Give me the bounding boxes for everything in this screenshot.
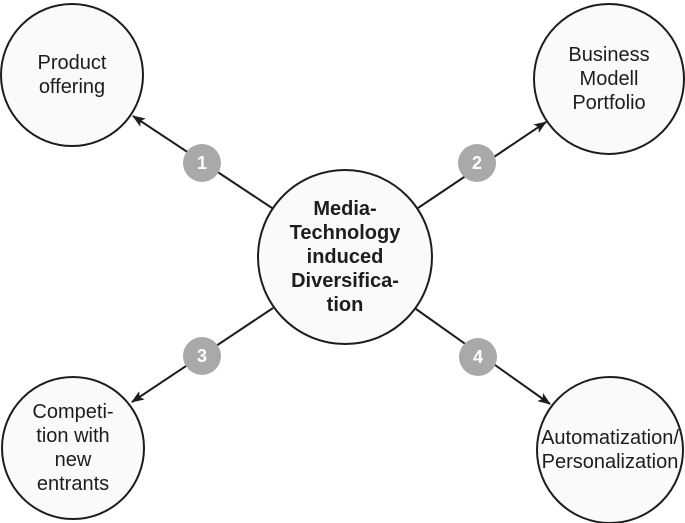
edge-badge-2: 2: [458, 144, 496, 182]
edge-badge-1-number: 1: [196, 152, 207, 173]
node-product-offering: Product offering: [0, 3, 144, 147]
node-competition-with-new-entrants-label: Competi- tion with new entrants: [32, 401, 114, 495]
node-product-offering-label: Product offering: [37, 52, 107, 98]
edge-badge-3-number: 3: [196, 345, 207, 366]
edge-badge-4-number: 4: [472, 346, 483, 367]
node-business-modell-portfolio-label: Business Modell Portfolio: [568, 44, 650, 114]
node-competition-with-new-entrants: Competi- tion with new entrants: [1, 376, 145, 520]
edge-badge-1: 1: [183, 144, 221, 182]
node-center-label: Media- Technology induced Diversifica- t…: [289, 198, 401, 316]
edge-badge-4: 4: [459, 338, 497, 376]
edge-badge-3: 3: [183, 337, 221, 375]
edge-badge-2-number: 2: [471, 152, 482, 173]
node-automatization-personalization: Automatization/ Personalization: [536, 376, 684, 523]
node-business-modell-portfolio: Business Modell Portfolio: [533, 3, 685, 155]
node-automatization-personalization-label: Automatization/ Personalization: [541, 427, 679, 473]
node-media-technology-induced-diversification: Media- Technology induced Diversifica- t…: [257, 169, 433, 345]
